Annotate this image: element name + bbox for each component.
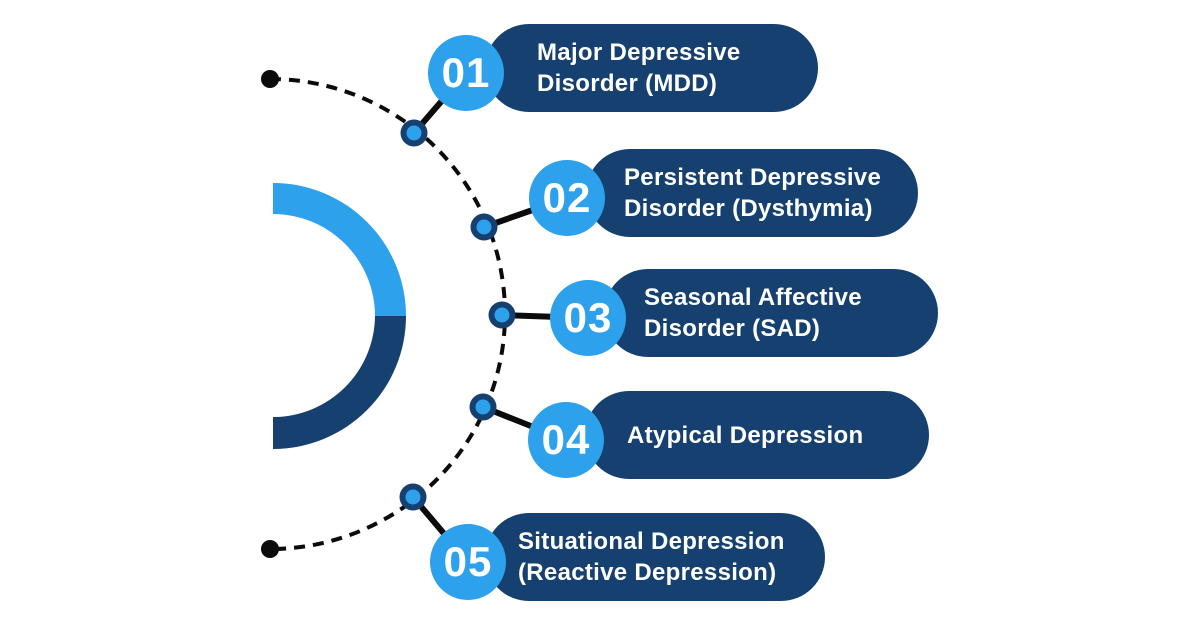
pill-text-line: Disorder (SAD) [644,315,821,342]
pill-text-line: Situational Depression [518,528,785,555]
step-number: 03 [563,294,613,341]
orbit-node-4 [469,393,497,421]
step-number-circle-1: 01 [428,35,504,111]
pill-text-line: Atypical Depression [627,421,864,449]
pill-text-line: Seasonal Affective [644,284,862,311]
step-number: 01 [441,49,491,96]
donut-top-arc [273,183,406,316]
node-core [476,219,492,235]
pill-text-line: (Reactive Depression) [518,559,777,586]
pill-text-line: Disorder (Dysthymia) [624,195,873,222]
step-number-circle-4: 04 [528,402,604,478]
node-core [475,399,491,415]
orbit-node-2 [470,213,498,241]
step-number: 04 [541,416,591,463]
orbit-node-3 [488,301,516,329]
label-pill-1: Major Depressive Disorder (MDD) [485,24,818,112]
label-pill-4: Atypical Depression [585,391,929,479]
label-pill-5: Situational Depression (Reactive Depress… [485,513,825,601]
orbit-node-1 [400,119,428,147]
pill-text-line: Major Depressive [537,39,741,66]
node-core [406,125,422,141]
node-core [405,489,421,505]
orbit-node-5 [399,483,427,511]
orbit-end-dot-bottom [261,540,279,558]
step-number-circle-3: 03 [550,280,626,356]
label-pill-2: Persistent Depressive Disorder (Dysthymi… [586,149,918,237]
donut-bottom-arc [273,316,406,449]
step-number-circle-2: 02 [529,160,605,236]
label-pill-3: Seasonal Affective Disorder (SAD) [604,269,938,357]
step-number: 02 [542,174,592,221]
orbit-end-dot-top [261,70,279,88]
node-core [494,307,510,323]
pill-text-line: Disorder (MDD) [537,70,718,97]
step-number: 05 [443,538,493,585]
step-number-circle-5: 05 [430,524,506,600]
pill-text-line: Persistent Depressive [624,164,882,191]
